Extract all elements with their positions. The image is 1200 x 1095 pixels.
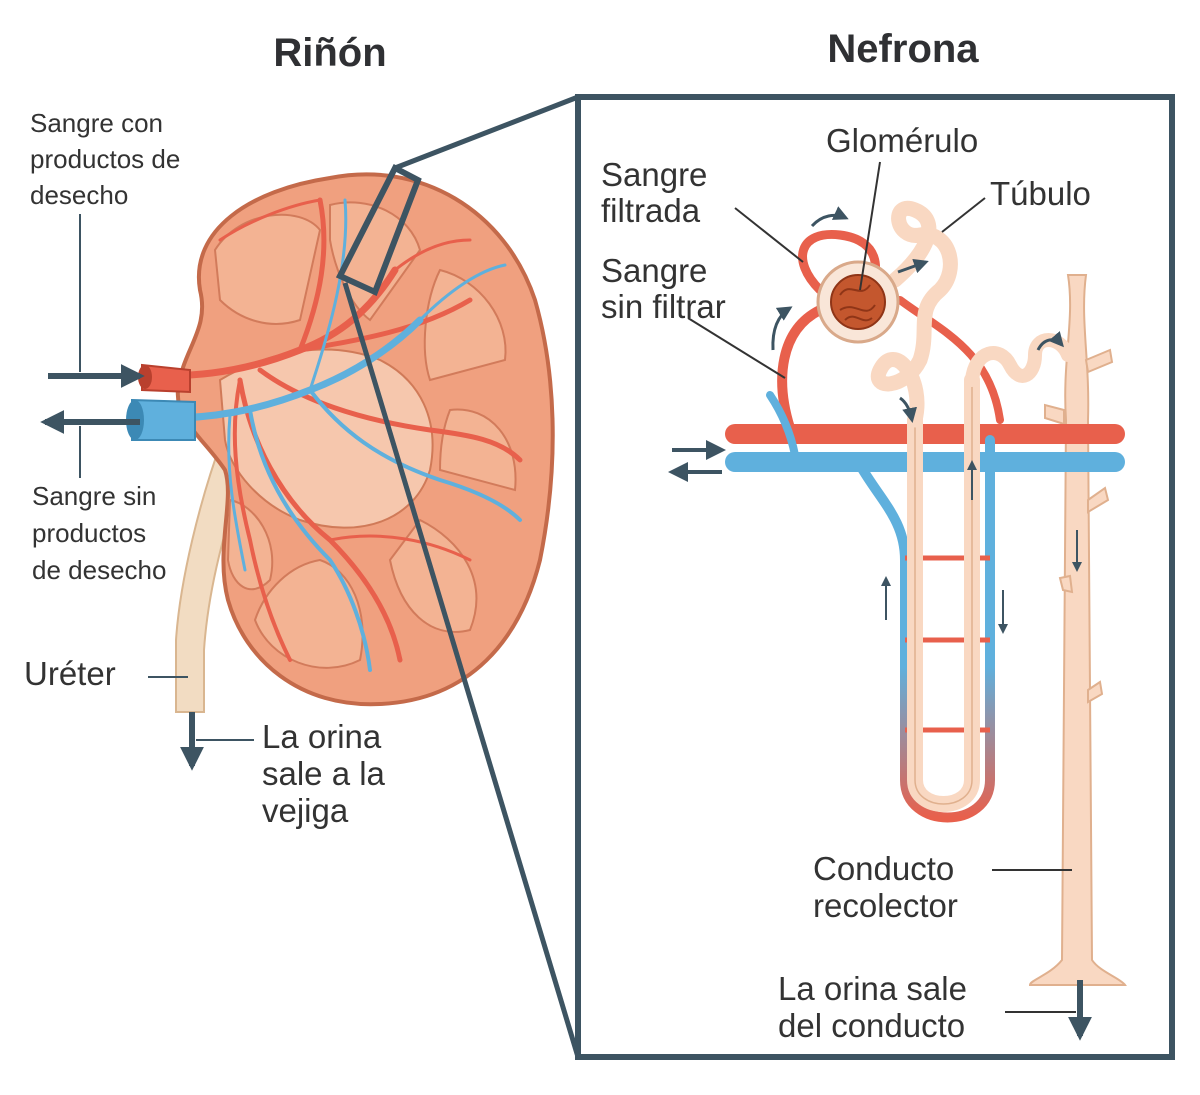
label-filtered-blood-line1: Sangre	[601, 156, 707, 193]
kidney-title: Riñón	[273, 31, 386, 75]
label-urine-to-bladder-line1: La orina	[262, 718, 382, 755]
flow-arrow-filtered	[810, 206, 849, 228]
label-urine-to-bladder-line2: sale a la	[262, 755, 386, 792]
label-collecting-duct: Conducto recolector	[813, 850, 963, 924]
label-blood-without-waste-line3: de desecho	[32, 555, 166, 585]
flow-arrow-proximal	[899, 396, 917, 423]
label-blood-without-waste-line1: Sangre sin	[32, 481, 156, 511]
kidney-illustration	[126, 172, 555, 713]
label-blood-with-waste-line3: desecho	[30, 180, 128, 210]
label-urine-to-bladder-line3: vejiga	[262, 792, 349, 829]
glomerulus	[830, 274, 886, 330]
label-filtered-blood-line2: filtrada	[601, 192, 701, 229]
label-urine-to-bladder: La orina sale a la vejiga	[262, 718, 394, 829]
label-unfiltered-blood: Sangre sin filtrar	[601, 252, 726, 325]
blue-branch-up	[766, 391, 799, 459]
renal-artery-branches	[146, 197, 523, 663]
duct-branch-4	[1058, 574, 1074, 594]
label-tubule: Túbulo	[990, 175, 1091, 212]
label-urine-leaves-duct: La orina sale del conducto	[778, 970, 976, 1044]
leader-unfiltered-blood	[687, 317, 786, 379]
duct-branch-2	[1044, 403, 1065, 426]
zoom-source-box	[335, 163, 422, 297]
nephron-title: Nefrona	[827, 27, 979, 71]
duct-branch-5	[1087, 680, 1104, 704]
glomerulus-capillaries	[839, 284, 876, 322]
label-unfiltered-blood-line2: sin filtrar	[601, 288, 726, 325]
label-blood-without-waste-line2: productos	[32, 518, 146, 548]
flow-arrow-distal	[1036, 331, 1064, 351]
label-blood-with-waste: Sangre con productos de desecho	[30, 108, 188, 210]
label-blood-with-waste-line2: productos de	[30, 144, 180, 174]
flow-arrow-tubule-entry	[897, 258, 929, 274]
nephron-artery	[725, 424, 1125, 444]
label-collecting-duct-line2: recolector	[813, 887, 958, 924]
renal-vein-branches	[146, 198, 522, 672]
flow-arrow-unfiltered	[771, 306, 793, 351]
label-urine-leaves-duct-line1: La orina sale	[778, 970, 967, 1007]
label-ureter: Uréter	[24, 655, 116, 692]
leader-tubule	[941, 197, 986, 233]
nephron-vein	[725, 452, 1125, 472]
zoom-line-top	[394, 94, 579, 171]
peritubular-artery	[896, 296, 1004, 424]
afferent-arteriole	[777, 305, 825, 433]
zoom-line-bottom	[342, 282, 581, 1058]
duct-branch-1	[1084, 348, 1114, 374]
proximal-tubule	[870, 201, 958, 428]
label-urine-leaves-duct-line2: del conducto	[778, 1007, 965, 1044]
leader-filtered-blood	[734, 207, 804, 263]
label-glomerulus: Glomérulo	[826, 122, 978, 159]
label-unfiltered-blood-line1: Sangre	[601, 252, 707, 289]
collecting-duct	[1028, 274, 1127, 986]
nephron-illustration	[725, 201, 1127, 986]
duct-branch-3	[1087, 486, 1110, 514]
loop-of-henle-outline	[914, 380, 973, 805]
renal-artery-opening	[138, 365, 152, 389]
label-filtered-blood: Sangre filtrada	[601, 156, 717, 229]
label-blood-with-waste-line1: Sangre con	[30, 108, 163, 138]
label-blood-without-waste: Sangre sin productos de desecho	[32, 481, 166, 585]
vasa-recta-descending	[855, 435, 995, 823]
label-collecting-duct-line1: Conducto	[813, 850, 954, 887]
nephron-frame	[575, 94, 1175, 1060]
leader-glomerulus	[859, 161, 881, 291]
